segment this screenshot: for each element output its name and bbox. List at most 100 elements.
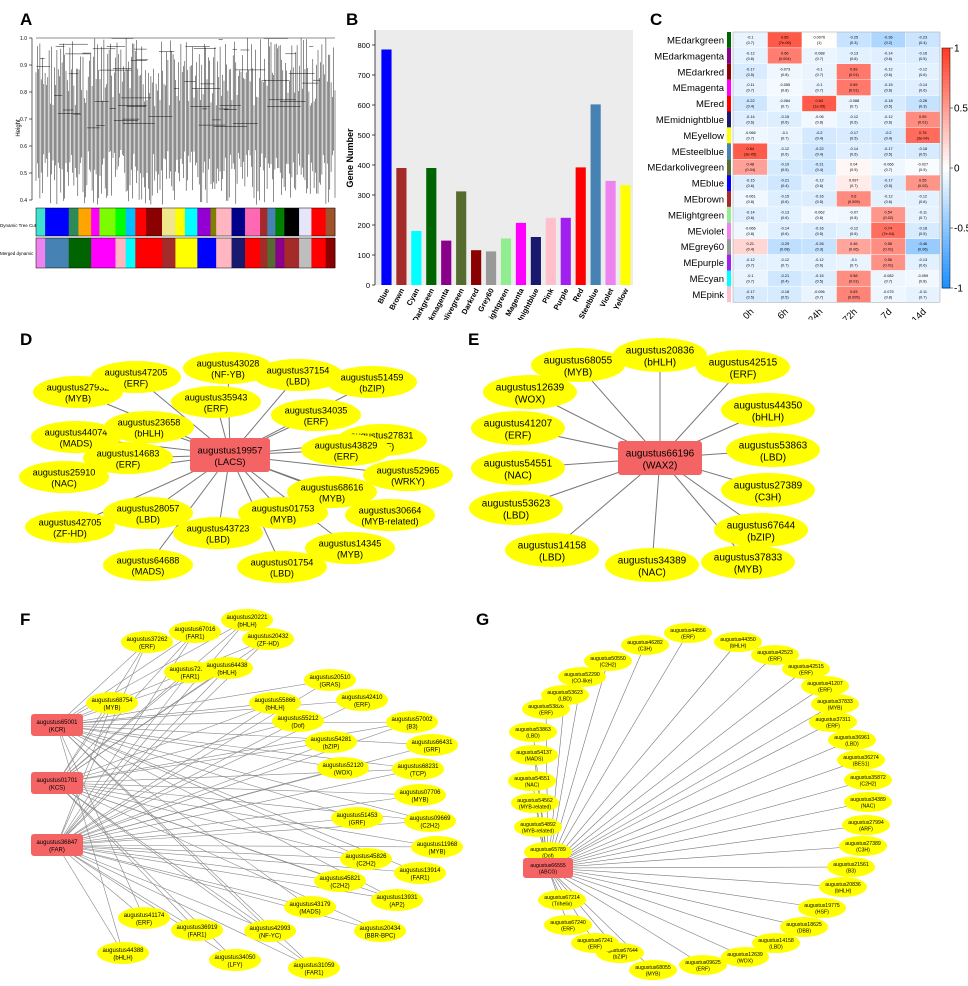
heatmap-cell-value: -0.12 bbox=[815, 258, 824, 262]
gene-ellipse bbox=[91, 361, 181, 393]
bar-pink bbox=[545, 217, 556, 285]
gene-id-label: augustus42993 bbox=[249, 926, 291, 932]
network-edge bbox=[547, 654, 776, 869]
module-color-block bbox=[135, 208, 147, 236]
heatmap-cell bbox=[870, 47, 906, 64]
gene-family-label: (bZIP) bbox=[747, 533, 775, 544]
heatmap-cell-pvalue: (0.7) bbox=[746, 41, 755, 45]
heatmap-cell-value: -0.075 bbox=[883, 290, 894, 294]
gene-family-label: (MYB) bbox=[734, 565, 762, 576]
heatmap-cell-value: 0.48 bbox=[747, 163, 754, 167]
heatmap-cell-value: -0.22 bbox=[815, 147, 824, 151]
dendrogram-ytick-label: 1.0 bbox=[20, 36, 27, 42]
module-color-block bbox=[99, 238, 116, 268]
heatmap-cell-pvalue: (0.01) bbox=[849, 73, 860, 77]
gene-id-label: augustus51459 bbox=[341, 373, 404, 383]
gene-family-label: (MYB) bbox=[429, 849, 446, 855]
gene-family-label: (MYB) bbox=[828, 705, 843, 711]
gene-node: augustus20432(ZF-HD) bbox=[242, 628, 294, 650]
heatmap-cell-value: -0.26 bbox=[815, 242, 824, 246]
module-color-block bbox=[184, 238, 198, 268]
heatmap-cell-value: -0.1 bbox=[747, 274, 754, 278]
gene-id-label: augustus27932 bbox=[47, 383, 110, 393]
gene-node: augustus27389(C3H) bbox=[721, 473, 815, 507]
gene-family-label: (CO-like) bbox=[572, 678, 593, 684]
network-edge bbox=[56, 724, 433, 746]
heatmap-row-label: MEdarkred bbox=[678, 67, 724, 78]
heatmap-row-label: MElightgreen bbox=[668, 210, 724, 221]
heatmap: MEdarkgreenMEdarkmagentaMEdarkredMEmagen… bbox=[647, 31, 968, 320]
gene-node: augustus20510(GRAS) bbox=[304, 669, 356, 691]
gene-node: augustus55212(Dof) bbox=[272, 710, 324, 732]
network-edge bbox=[56, 667, 228, 846]
heatmap-row-label: MEyellow bbox=[683, 131, 724, 142]
hub-box bbox=[31, 714, 83, 736]
heatmap-cell-value: -0.088 bbox=[814, 51, 825, 55]
gene-ellipse bbox=[798, 898, 846, 918]
gene-ellipse bbox=[304, 669, 356, 691]
gene-node: augustus43179(MADS) bbox=[284, 896, 336, 918]
gene-id-label: augustus53623 bbox=[547, 690, 583, 696]
gene-ellipse bbox=[505, 533, 599, 567]
module-color-block bbox=[99, 208, 116, 236]
gene-node: augustus66431(GRF) bbox=[406, 734, 458, 756]
gene-id-label: augustus67214 bbox=[544, 895, 580, 901]
heatmap-row-color bbox=[727, 159, 731, 176]
network-edge bbox=[56, 844, 236, 961]
network-edge bbox=[56, 782, 367, 860]
gene-node: augustus54551(NAC) bbox=[471, 451, 565, 485]
heatmap-row-color bbox=[727, 95, 731, 112]
heatmap-cell-value: -0.027 bbox=[917, 163, 928, 167]
heatmap-cell bbox=[836, 63, 872, 80]
gene-node: augustus52290(CO-like) bbox=[558, 667, 606, 687]
bar-darkgreen bbox=[426, 168, 437, 285]
heatmap-cell-pvalue: (0.8) bbox=[815, 121, 824, 125]
heatmap-cell-value: -0.12 bbox=[849, 226, 858, 230]
heatmap-cell bbox=[836, 127, 872, 144]
heatmap-cell-value: -0.18 bbox=[918, 226, 927, 230]
network-edge bbox=[56, 794, 421, 846]
gene-ellipse bbox=[173, 517, 263, 549]
gene-family-label: (ERF) bbox=[304, 417, 329, 427]
gene-node: augustus14158(LBD) bbox=[505, 533, 599, 567]
heatmap-cell-value: 0.84 bbox=[816, 99, 823, 103]
gene-id-label: augustus47205 bbox=[105, 368, 168, 378]
gene-node: augustus36919(FAR1) bbox=[171, 919, 223, 941]
gene-family-label: (MYB) bbox=[319, 494, 345, 504]
gene-id-label: augustus66196 bbox=[626, 449, 695, 460]
heatmap-cell-pvalue: (0.7) bbox=[746, 264, 755, 268]
gene-node: augustus43829(ERF) bbox=[301, 434, 391, 466]
module-color-block bbox=[162, 208, 176, 236]
network-edge bbox=[56, 844, 315, 969]
heatmap-col-label: 24h bbox=[806, 307, 825, 320]
heatmap-cell bbox=[801, 31, 837, 49]
gene-family-label: (C3H) bbox=[856, 847, 870, 853]
network-edge bbox=[56, 782, 271, 932]
gene-id-label: augustus50550 bbox=[590, 656, 626, 662]
heatmap-cell-value: -0.1 bbox=[816, 67, 823, 71]
gene-node: augustus54892(MYB-related) bbox=[514, 817, 562, 837]
gene-ellipse bbox=[613, 338, 707, 372]
bar-ytick-label: 800 bbox=[357, 41, 370, 50]
heatmap-cell bbox=[836, 31, 872, 49]
module-color-block bbox=[78, 238, 92, 268]
gene-id-label: augustus68616 bbox=[301, 483, 364, 493]
heatmap-cell bbox=[870, 222, 906, 239]
network-edge bbox=[56, 702, 113, 846]
heatmap-cell bbox=[870, 31, 906, 49]
heatmap-cell-value: -0.21 bbox=[780, 274, 789, 278]
gene-node: augustus52120(WOX) bbox=[317, 757, 369, 779]
bar-ytick-label: 200 bbox=[357, 221, 370, 230]
gene-id-label: augustus14683 bbox=[97, 449, 160, 459]
gene-ellipse bbox=[354, 920, 406, 942]
gene-ellipse bbox=[469, 491, 563, 525]
merged-dynamic-label: Merged dynamic bbox=[0, 251, 34, 256]
heatmap-col-label: 0h bbox=[741, 307, 756, 320]
gene-node: augustus68616(MYB) bbox=[287, 476, 377, 508]
gene-id-label: augustus20510 bbox=[309, 675, 351, 681]
gene-ellipse bbox=[284, 896, 336, 918]
gene-node: augustus45826(C2H2) bbox=[340, 848, 392, 870]
gene-family-label: (TCP) bbox=[410, 771, 426, 777]
heatmap-cell bbox=[836, 206, 872, 223]
bar-xlabel: Brown bbox=[387, 286, 406, 311]
